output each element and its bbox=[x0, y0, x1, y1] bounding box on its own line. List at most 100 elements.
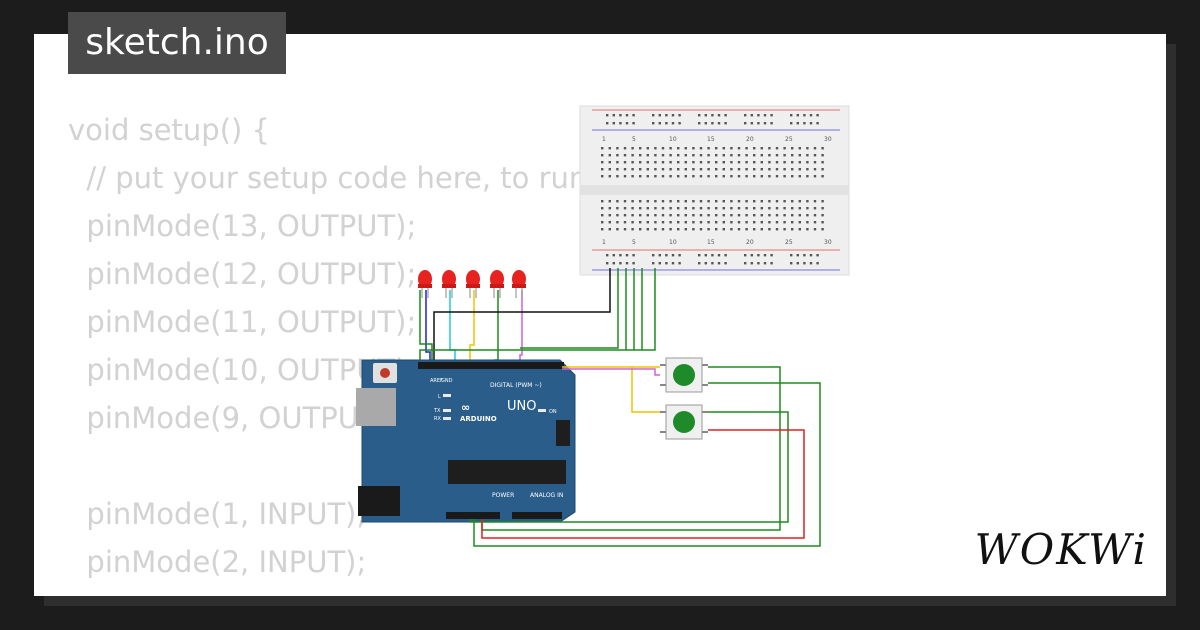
breadboard-hole bbox=[783, 221, 786, 224]
breadboard-hole bbox=[619, 122, 622, 125]
breadboard-hole bbox=[806, 154, 809, 157]
breadboard-hole bbox=[770, 122, 773, 125]
breadboard-hole bbox=[730, 221, 733, 224]
breadboard-hole bbox=[665, 114, 668, 117]
breadboard-hole bbox=[775, 221, 779, 224]
breadboard-hole bbox=[809, 262, 813, 265]
breadboard-hole bbox=[606, 122, 609, 125]
led[interactable] bbox=[442, 270, 456, 298]
breadboard-hole bbox=[803, 262, 806, 265]
breadboard-hole bbox=[760, 168, 763, 171]
breadboard-hole bbox=[704, 114, 707, 117]
breadboard-hole bbox=[699, 168, 703, 171]
tx-label: TX bbox=[433, 408, 441, 414]
breadboard-hole bbox=[707, 175, 710, 178]
breadboard-hole bbox=[806, 147, 809, 150]
breadboard-hole bbox=[646, 221, 649, 224]
breadboard-hole bbox=[707, 154, 710, 157]
breadboard-hole bbox=[646, 147, 649, 150]
breadboard-hole bbox=[745, 161, 748, 164]
rx-label: RX bbox=[434, 416, 441, 422]
breadboard-hole bbox=[631, 207, 634, 210]
led[interactable] bbox=[418, 270, 432, 298]
breadboard-hole bbox=[619, 114, 622, 117]
breadboard-hole bbox=[646, 161, 649, 164]
breadboard-hole bbox=[608, 175, 611, 178]
breadboard-hole bbox=[816, 262, 819, 265]
breadboard-hole bbox=[707, 228, 710, 231]
breadboard-hole bbox=[608, 147, 611, 150]
power-jack bbox=[358, 486, 400, 516]
column-label: 10 bbox=[669, 239, 677, 246]
breadboard-hole bbox=[813, 214, 817, 217]
breadboard-hole bbox=[768, 214, 771, 217]
breadboard-hole bbox=[753, 207, 756, 210]
breadboard-hole bbox=[775, 147, 779, 150]
breadboard-hole bbox=[616, 221, 619, 224]
breadboard-hole bbox=[654, 200, 657, 203]
breadboard-hole bbox=[744, 254, 747, 257]
code-line: // put your setup code here, to run once… bbox=[68, 161, 677, 195]
breadboard-hole bbox=[813, 161, 817, 164]
breadboard-hole bbox=[623, 161, 627, 164]
breadboard-hole bbox=[639, 200, 642, 203]
breadboard-hole bbox=[707, 214, 710, 217]
pushbutton[interactable] bbox=[660, 357, 708, 393]
breadboard-hole bbox=[601, 200, 604, 203]
breadboard-hole bbox=[722, 161, 725, 164]
breadboard-hole bbox=[661, 228, 665, 231]
column-label: 25 bbox=[785, 136, 793, 143]
breadboard-hole bbox=[750, 122, 753, 125]
breadboard-hole bbox=[798, 175, 801, 178]
breadboard-hole bbox=[671, 254, 675, 257]
arduino-uno-board[interactable]: ∞ UNO ARDUINO DIGITAL (PWM ~) POWER ANAL… bbox=[356, 359, 576, 523]
breadboard-hole bbox=[798, 154, 801, 157]
led[interactable] bbox=[512, 270, 526, 298]
breadboard-hole bbox=[699, 147, 703, 150]
breadboard-hole bbox=[601, 221, 604, 224]
breadboard-hole bbox=[699, 228, 703, 231]
breadboard-hole bbox=[661, 168, 665, 171]
breadboard-hole bbox=[715, 147, 718, 150]
breadboard-hole bbox=[821, 147, 824, 150]
breadboard-hole bbox=[783, 147, 786, 150]
breadboard-hole bbox=[652, 262, 655, 265]
led[interactable] bbox=[466, 270, 480, 298]
breadboard-hole bbox=[601, 214, 604, 217]
breadboard-hole bbox=[806, 175, 809, 178]
breadboard-hole bbox=[757, 254, 760, 257]
breadboard-hole bbox=[608, 207, 611, 210]
breadboard-hole bbox=[791, 200, 794, 203]
breadboard-hole bbox=[770, 254, 773, 257]
breadboard-hole bbox=[730, 161, 733, 164]
breadboard-hole bbox=[770, 262, 773, 265]
breadboard-hole bbox=[669, 175, 672, 178]
power-header bbox=[446, 512, 500, 519]
breadboard-hole bbox=[669, 154, 672, 157]
breadboard-hole bbox=[692, 207, 695, 210]
breadboard-hole bbox=[798, 214, 801, 217]
breadboard-hole bbox=[737, 228, 741, 231]
aref-label: AREF bbox=[430, 378, 443, 384]
breadboard-hole bbox=[722, 168, 725, 171]
breadboard-hole bbox=[745, 207, 748, 210]
led[interactable] bbox=[490, 270, 504, 298]
breadboard-hole bbox=[678, 114, 681, 117]
breadboard-hole bbox=[677, 221, 680, 224]
breadboard-hole bbox=[783, 154, 786, 157]
breadboard-hole bbox=[658, 114, 661, 117]
breadboard-hole bbox=[661, 200, 665, 203]
breadboard-hole bbox=[631, 221, 634, 224]
breadboard-hole bbox=[612, 262, 615, 265]
file-tab[interactable]: sketch.ino bbox=[68, 12, 286, 74]
breadboard-hole bbox=[760, 175, 763, 178]
breadboard-hole bbox=[775, 228, 779, 231]
pushbutton[interactable] bbox=[660, 404, 708, 440]
breadboard-hole bbox=[661, 221, 665, 224]
breadboard-hole bbox=[783, 207, 786, 210]
breadboard-hole bbox=[692, 228, 695, 231]
breadboard-hole bbox=[730, 168, 733, 171]
code-line: pinMode(11, OUTPUT); bbox=[68, 305, 417, 339]
breadboard-hole bbox=[631, 154, 634, 157]
